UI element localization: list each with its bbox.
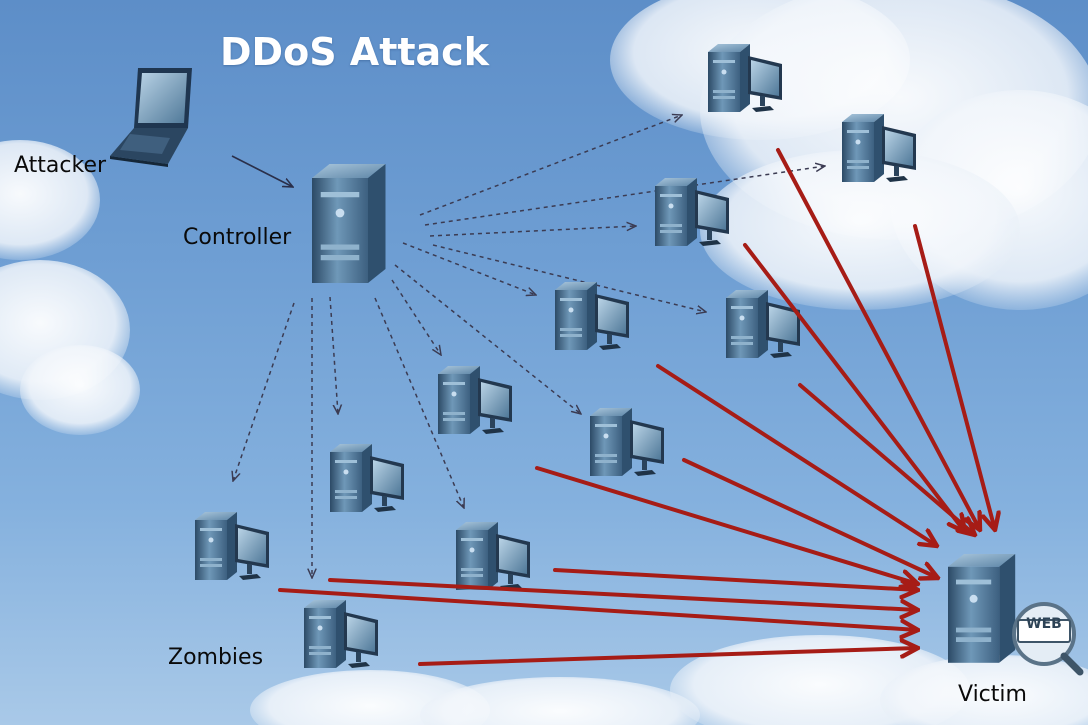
edge-attacker-controller — [231, 155, 293, 187]
victim-badge-text: WEB — [1026, 616, 1062, 632]
controller-label: Controller — [183, 225, 292, 250]
web-server-icon — [948, 554, 1084, 676]
desktop-computer-icon — [330, 444, 404, 512]
desktop-computer-icon — [304, 600, 378, 668]
cloud-bottom — [250, 635, 1088, 725]
laptop-icon — [110, 68, 192, 167]
desktop-computer-icon — [195, 512, 269, 580]
diagram-title: DDoS Attack — [220, 30, 489, 74]
desktop-computer-icon — [456, 522, 530, 590]
desktop-computer-icon — [590, 408, 664, 476]
server-tower-icon — [312, 164, 386, 283]
desktop-computer-icon — [438, 366, 512, 434]
desktop-computer-icon — [555, 282, 629, 350]
cloud-top-right — [610, 0, 1088, 310]
edges-zombies-victim — [278, 148, 995, 666]
attacker-label: Attacker — [14, 153, 107, 178]
victim-label: Victim — [958, 682, 1027, 707]
zombies-label: Zombies — [168, 645, 264, 670]
cloud-left — [0, 140, 140, 435]
edges-controller-zombies — [233, 115, 825, 578]
